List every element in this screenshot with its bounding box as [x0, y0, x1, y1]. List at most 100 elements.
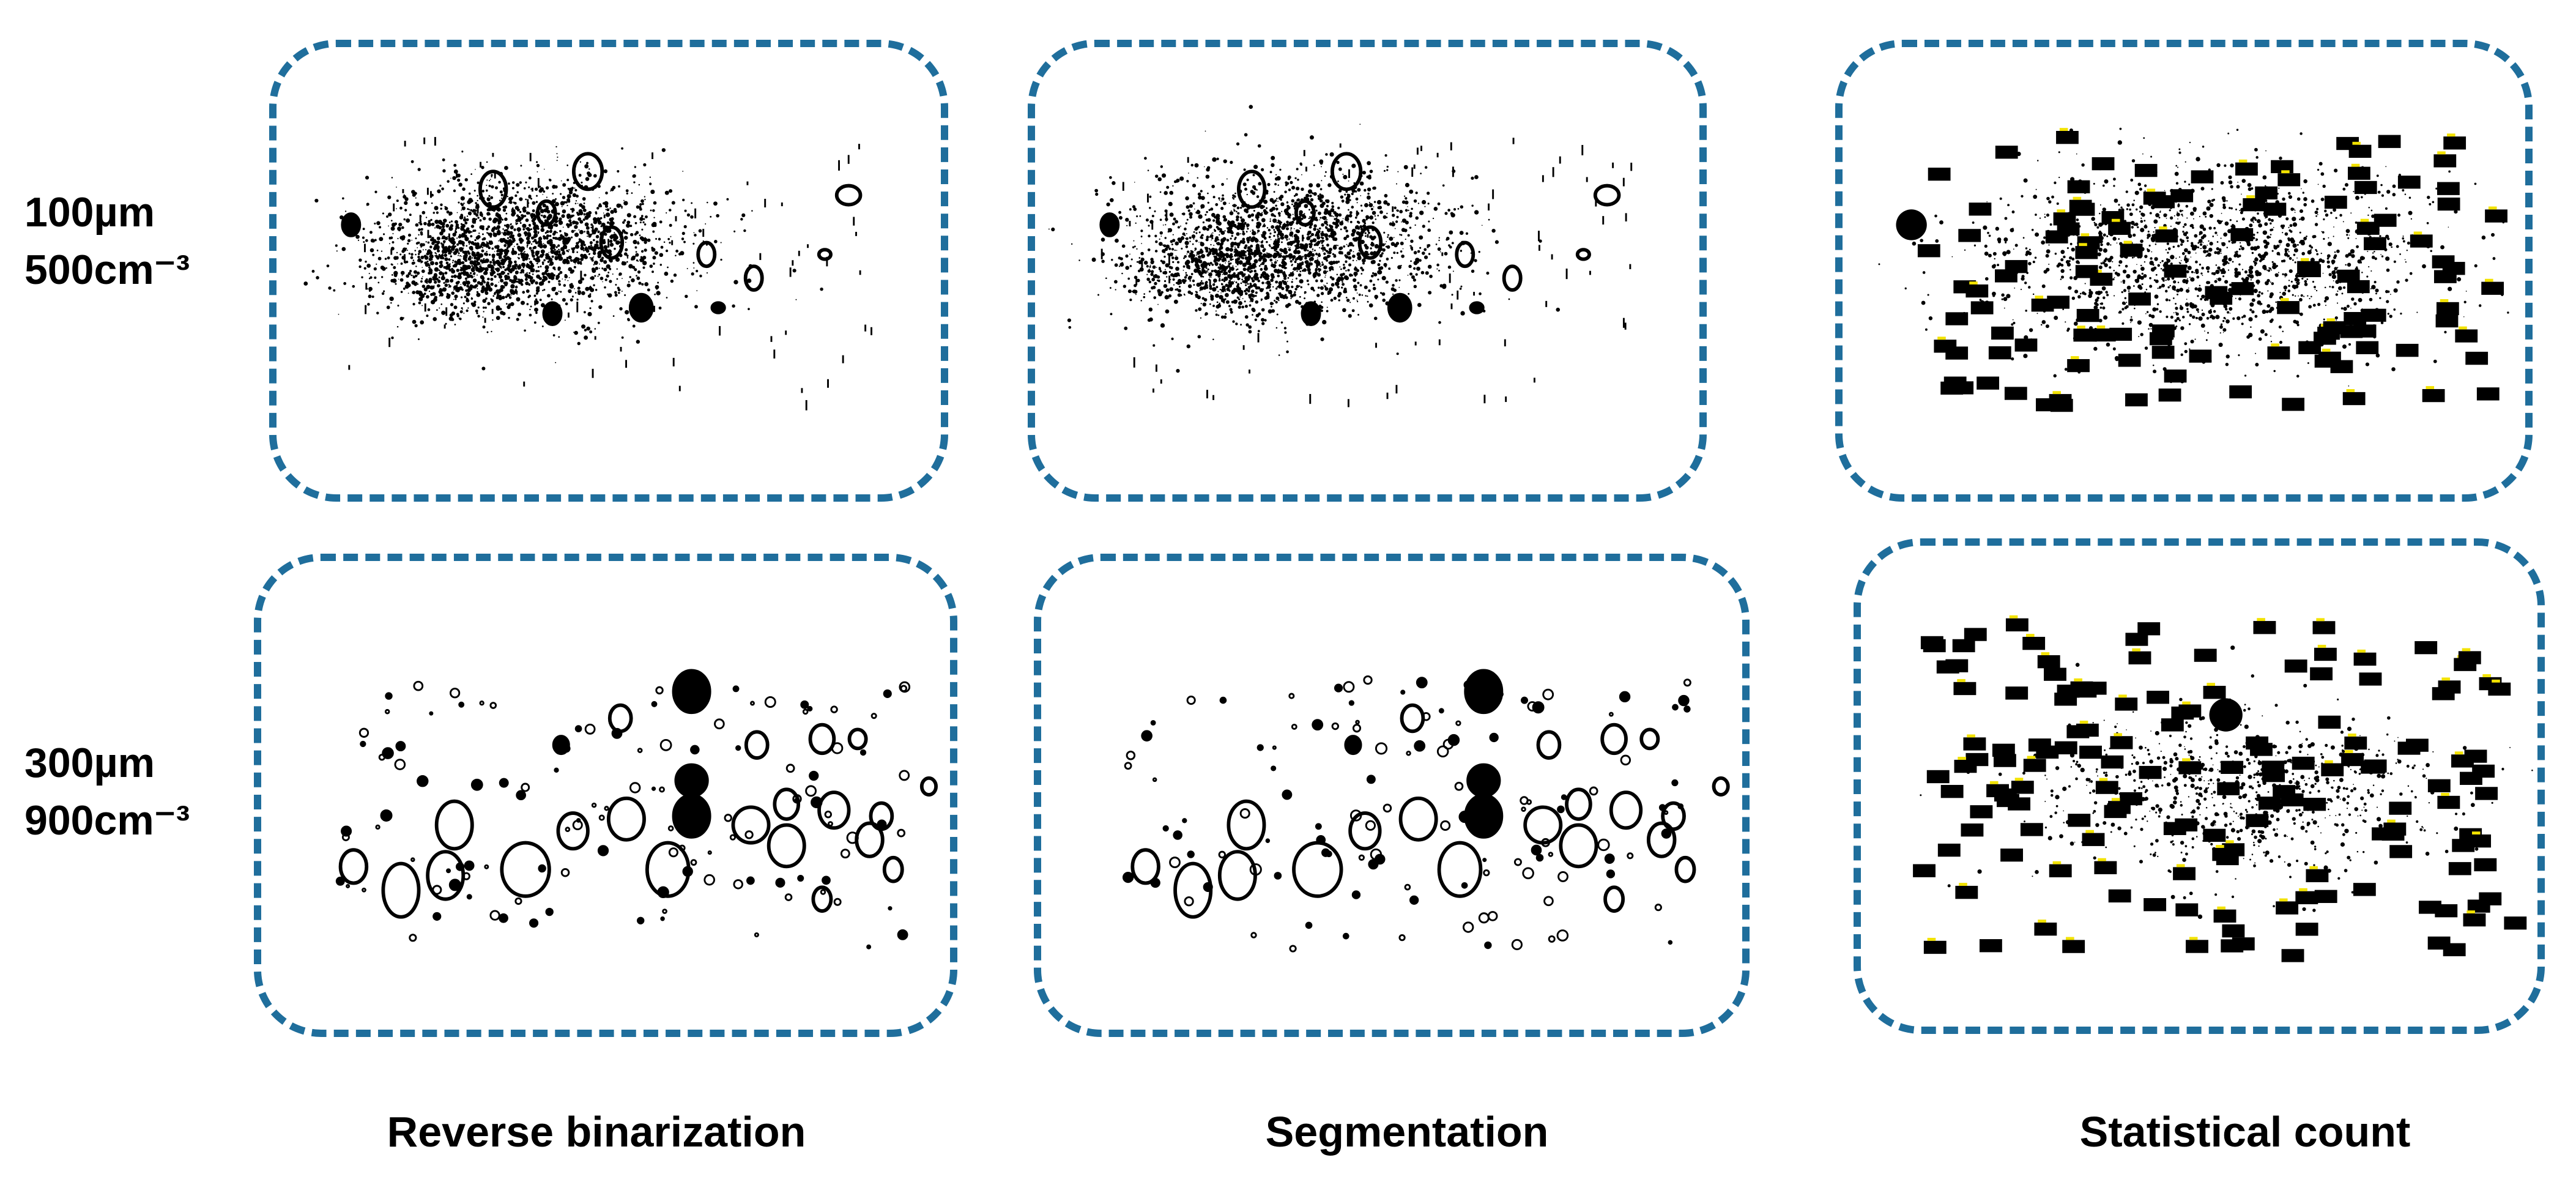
speckle: [2387, 313, 2389, 315]
speckle: [1253, 259, 1258, 264]
speckle: [1219, 228, 1222, 231]
speckle: [618, 272, 622, 276]
speckle: [473, 259, 477, 264]
speckle: [1286, 182, 1290, 185]
speckle: [1449, 273, 1451, 283]
speckle: [1349, 220, 1353, 223]
speckle: [505, 229, 508, 232]
speckle: [1211, 263, 1214, 266]
speckle: [1151, 215, 1154, 218]
speckle: [505, 295, 508, 299]
speckle: [1221, 200, 1222, 202]
speckle: [1244, 315, 1249, 319]
speckle: [598, 267, 600, 269]
speckle: [1242, 182, 1247, 187]
speckle: [400, 262, 403, 265]
speckle: [427, 241, 430, 244]
speckle: [609, 239, 613, 243]
speckle: [1292, 214, 1294, 215]
speckle: [1420, 146, 1422, 151]
speckle: [616, 268, 618, 270]
speckle: [1479, 292, 1482, 295]
speckle: [820, 287, 823, 291]
speckle: [537, 177, 540, 187]
speckle: [1348, 214, 1353, 218]
speckle: [485, 297, 488, 300]
speckle: [650, 266, 652, 267]
speckle: [540, 209, 544, 214]
speckle: [1382, 299, 1386, 302]
speckle: [511, 212, 515, 217]
speckle: [1346, 255, 1349, 258]
speckle: [1347, 269, 1350, 272]
speckle: [517, 216, 521, 221]
speckle: [472, 217, 477, 222]
speckle: [1219, 231, 1221, 232]
speckle: [1429, 274, 1433, 278]
speckle: [1411, 275, 1415, 279]
speckle: [1343, 174, 1348, 180]
speckle: [653, 262, 655, 265]
speckle: [388, 243, 390, 245]
speckle: [1438, 239, 1440, 242]
speckle: [1299, 295, 1301, 298]
speckle: [513, 201, 515, 204]
speckle: [423, 292, 426, 295]
speckle: [622, 221, 625, 224]
speckle: [572, 209, 575, 212]
speckle: [1286, 220, 1289, 224]
speckle: [1342, 218, 1344, 220]
speckle: [548, 258, 553, 262]
speckle: [1229, 272, 1231, 274]
speckle: [1168, 294, 1172, 298]
speckle: [1288, 289, 1293, 294]
speckle: [1414, 286, 1416, 288]
speckle: [1252, 229, 1254, 231]
bubble-outline: [341, 212, 362, 237]
speckle: [1226, 178, 1228, 180]
speckle: [1247, 275, 1252, 279]
speckle: [1326, 250, 1329, 253]
speckle: [448, 252, 450, 255]
bubble-image-1: [303, 136, 872, 411]
speckle: [1245, 260, 1249, 262]
speckle: [1335, 225, 1338, 229]
speckle: [562, 226, 564, 228]
speckle: [571, 229, 574, 233]
speckle: [507, 237, 510, 239]
speckle: [1215, 273, 1218, 277]
speckle: [1256, 195, 1260, 198]
speckle: [420, 260, 423, 263]
speckle: [1235, 322, 1238, 325]
speckle: [1360, 195, 1362, 196]
speckle: [502, 266, 505, 269]
speckle: [1271, 262, 1273, 264]
speckle: [565, 274, 566, 275]
speckle: [1078, 259, 1080, 261]
speckle: [437, 245, 440, 248]
speckle: [1438, 237, 1440, 239]
speckle: [529, 258, 530, 260]
speckle: [1296, 187, 1300, 191]
speckle: [1336, 224, 1339, 226]
speckle: [1444, 251, 1448, 256]
speckle: [1283, 277, 1287, 280]
speckle: [1321, 231, 1324, 234]
speckle: [551, 298, 553, 300]
speckle: [1223, 302, 1225, 304]
speckle: [1364, 250, 1368, 255]
speckle: [546, 207, 549, 210]
speckle: [1208, 224, 1212, 229]
speckle: [1221, 258, 1225, 262]
speckle: [392, 232, 394, 234]
speckle: [1394, 228, 1396, 229]
speckle: [1465, 232, 1469, 235]
speckle: [1345, 260, 1348, 263]
speckle: [491, 266, 495, 270]
speckle: [469, 232, 470, 234]
speckle: [1460, 311, 1465, 316]
speckle: [1253, 269, 1257, 273]
speckle: [489, 179, 491, 180]
speckle: [1401, 218, 1406, 223]
speckle: [533, 245, 537, 249]
